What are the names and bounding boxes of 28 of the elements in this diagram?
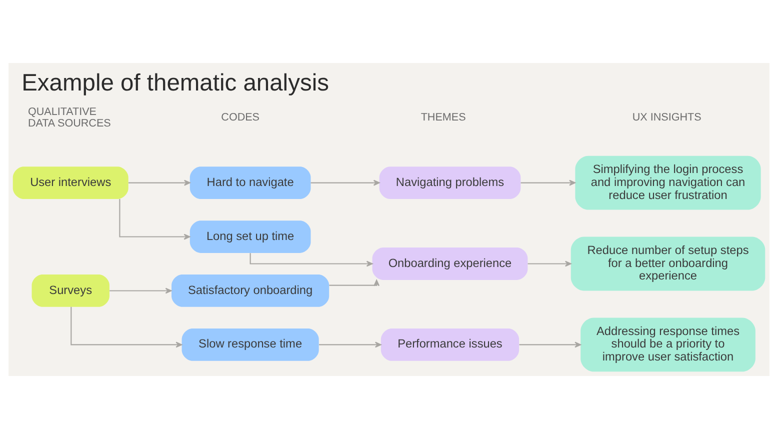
- arrow: [528, 260, 572, 266]
- arrow: [70, 306, 182, 348]
- arrow: [520, 179, 576, 186]
- node-box: Slow response time: [182, 328, 319, 360]
- node-box: Performance issues: [380, 328, 520, 360]
- arrow: [329, 279, 380, 286]
- node-box: Surveys: [32, 274, 110, 306]
- node-box: Navigating problems: [379, 166, 521, 198]
- arrow: [319, 341, 382, 348]
- label: THEMES: [420, 111, 466, 124]
- arrow: [310, 179, 380, 186]
- node-box: Reduce number of setup steps for a better onboarding experience: [570, 236, 766, 290]
- label: CODES: [221, 111, 260, 124]
- arrow: [110, 287, 172, 294]
- node-box: Hard to navigate: [190, 166, 311, 198]
- node-box: Onboarding experience: [372, 247, 528, 280]
- arrow: [519, 341, 582, 348]
- arrow: [119, 198, 190, 240]
- label: UX INSIGHTS: [632, 111, 702, 124]
- diagram-title: Example of thematic analysis: [22, 70, 329, 96]
- node-box: Satisfactory onboarding: [172, 274, 330, 306]
- node-box: Simplifying the login process and improving navigation can reduce user frustration: [575, 155, 761, 210]
- node-box: User interviews: [12, 166, 128, 198]
- node-box: Addressing response times should be a priority to improve user satisfaction: [580, 317, 756, 372]
- label: QUALITATIVE DATA SOURCES: [28, 105, 111, 130]
- arrow: [128, 179, 190, 186]
- arrow: [250, 252, 373, 266]
- node-box: Long set up time: [190, 220, 311, 252]
